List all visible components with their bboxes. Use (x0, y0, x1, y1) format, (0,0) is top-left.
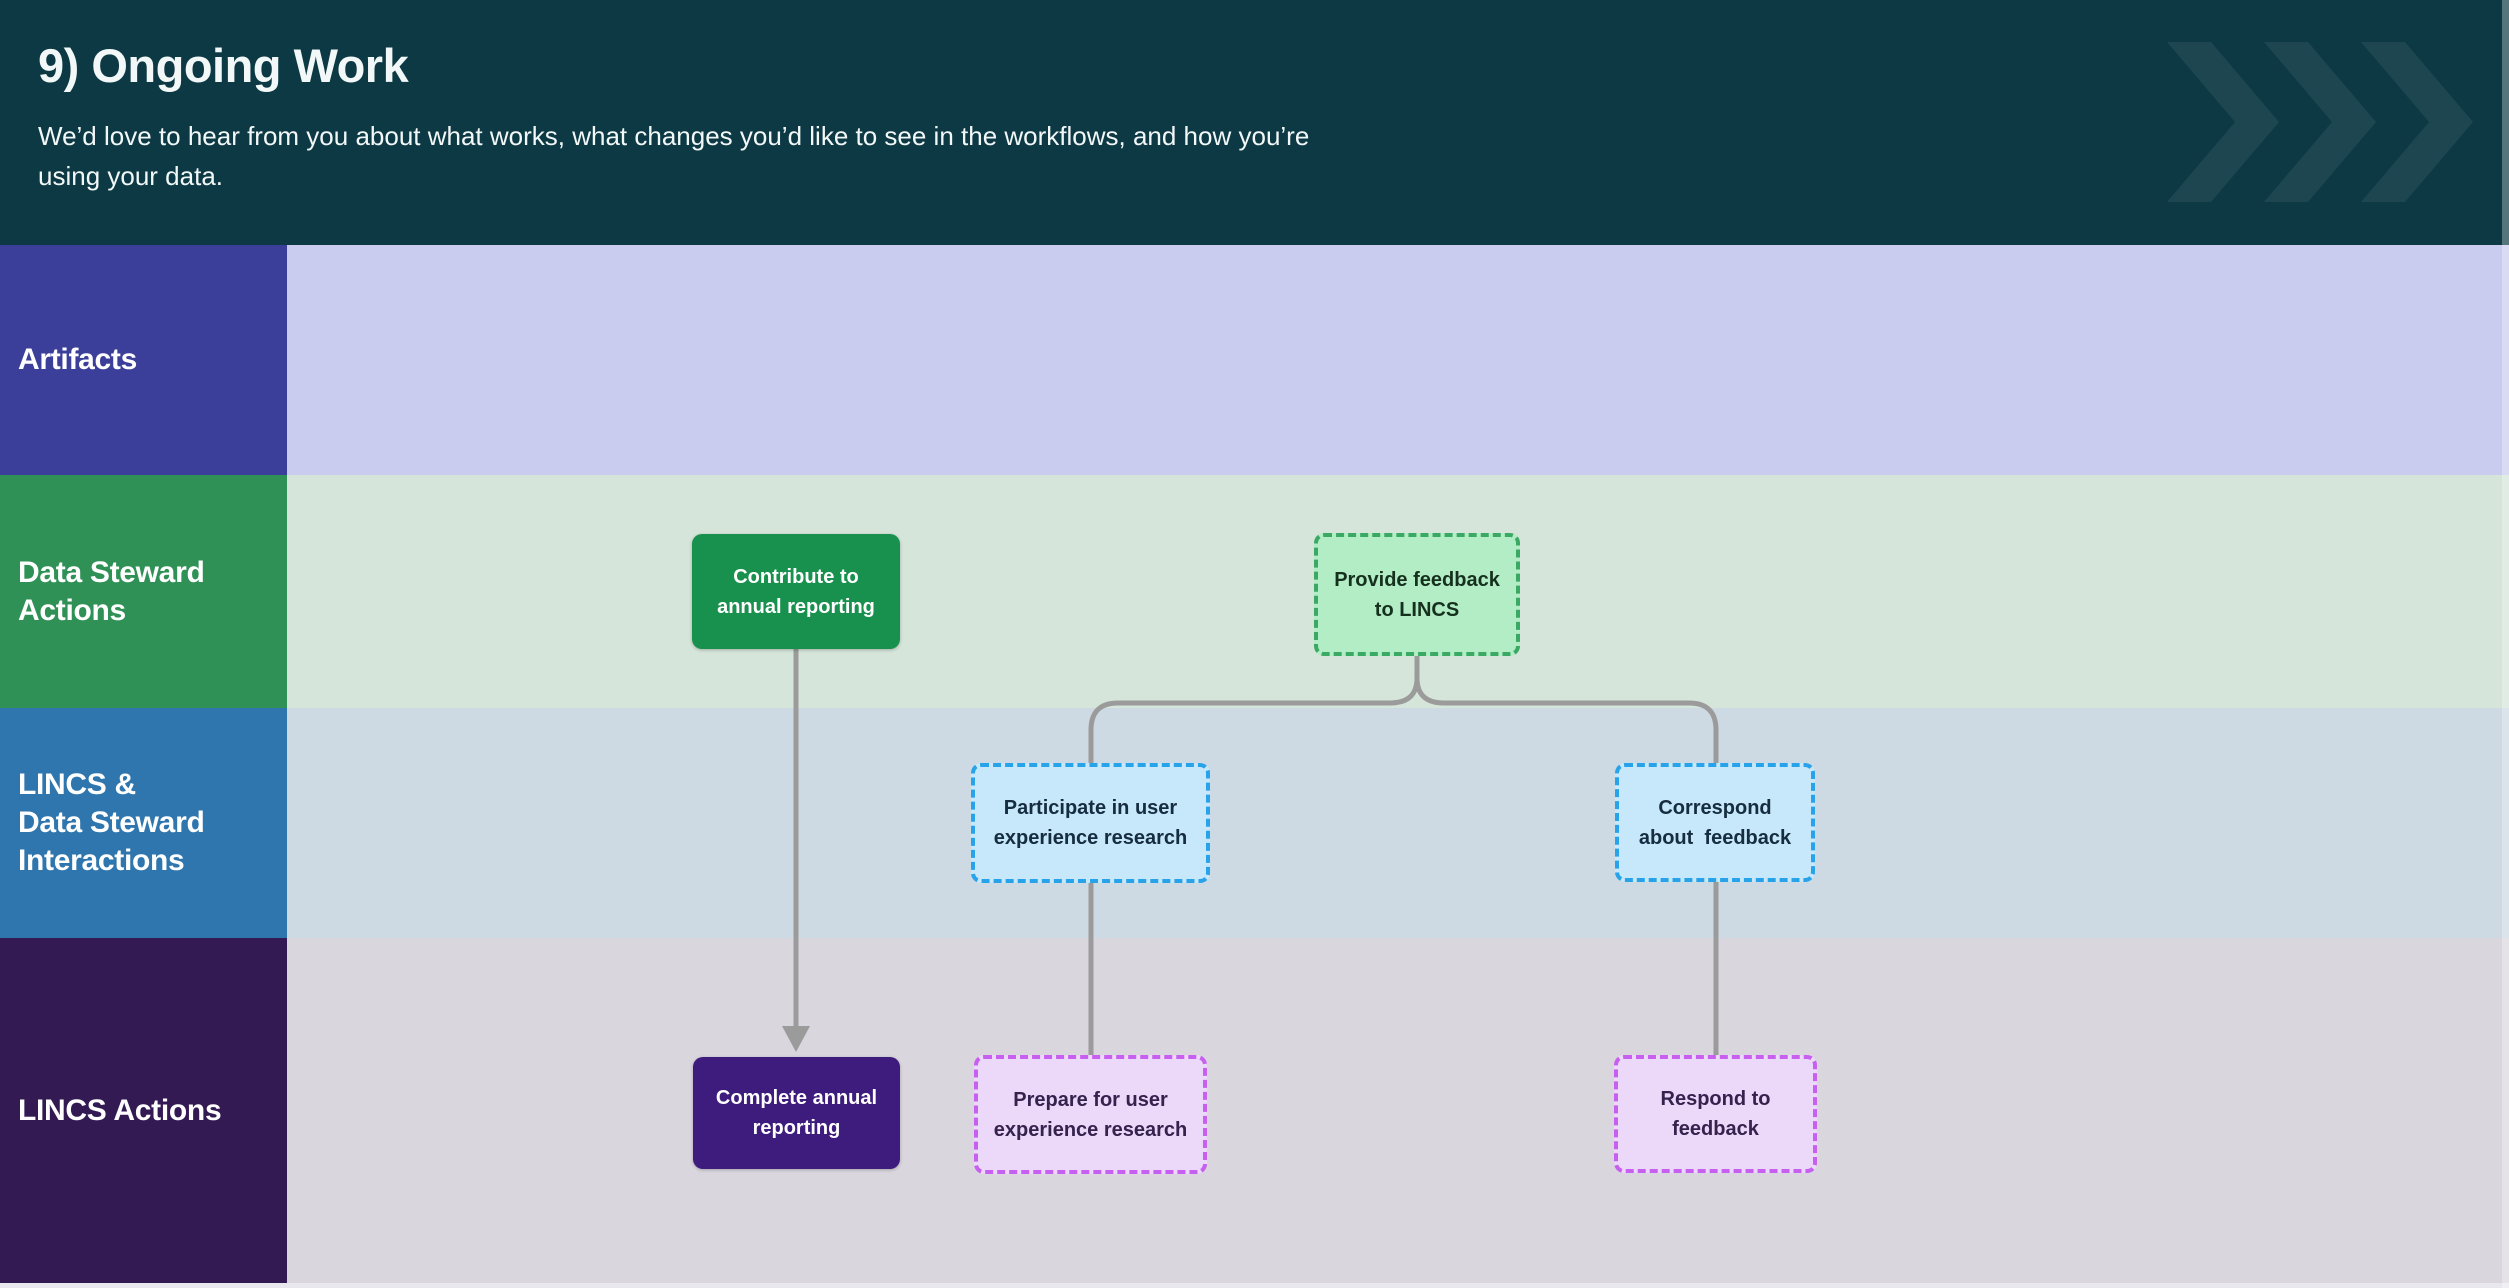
node-label: Provide feedback to LINCS (1334, 568, 1500, 621)
sidebar-label: LINCS Actions (18, 1093, 222, 1127)
node-correspond-about-feedback: Correspond about feedback (1615, 763, 1815, 882)
node-respond-to-feedback: Respond to feedback (1614, 1055, 1817, 1173)
node-label: Contribute to annual reporting (717, 565, 875, 618)
node-participate-in-user-experience-research: Participate in user experience research (971, 763, 1210, 883)
sidebar-label: Artifacts (18, 343, 137, 376)
header: 9) Ongoing Work We’d love to hear from y… (0, 0, 2509, 245)
sidebar-label: LINCS & Data Steward Interactions (18, 768, 205, 877)
lane-lincs-actions (287, 938, 2509, 1283)
node-label: Participate in user experience research (993, 797, 1188, 849)
page-title: 9) Ongoing Work (38, 39, 409, 92)
lane-lincs-data-steward-interactions (287, 708, 2509, 938)
sidebar-item-lincs-data-steward-interactions: LINCS & Data Steward Interactions (0, 708, 287, 938)
sidebar-item-lincs-actions: LINCS Actions (0, 938, 287, 1283)
sidebar-item-artifacts: Artifacts (0, 245, 287, 475)
node-provide-feedback-to-lincs: Provide feedback to LINCS (1314, 533, 1520, 656)
node-contribute-to-annual-reporting: Contribute to annual reporting (692, 534, 900, 649)
triple-chevron-right-icon (2167, 42, 2473, 202)
node-label: Prepare for user experience research (993, 1088, 1188, 1141)
sidebar-item-data-steward-actions: Data Steward Actions (0, 475, 287, 708)
node-label: Correspond about feedback (1638, 796, 1792, 849)
lane-artifacts (287, 245, 2509, 475)
bottom-edge-strip (0, 1283, 2509, 1288)
sidebar-label: Data Steward Actions (18, 555, 205, 627)
node-label: Complete annual reporting (715, 1087, 878, 1139)
right-edge-strip (2502, 0, 2509, 1288)
page-subtitle: We’d love to hear from you about what wo… (38, 121, 1310, 191)
node-complete-annual-reporting: Complete annual reporting (693, 1057, 900, 1169)
node-label: Respond to feedback (1660, 1088, 1771, 1140)
node-prepare-for-user-experience-research: Prepare for user experience research (974, 1055, 1207, 1174)
